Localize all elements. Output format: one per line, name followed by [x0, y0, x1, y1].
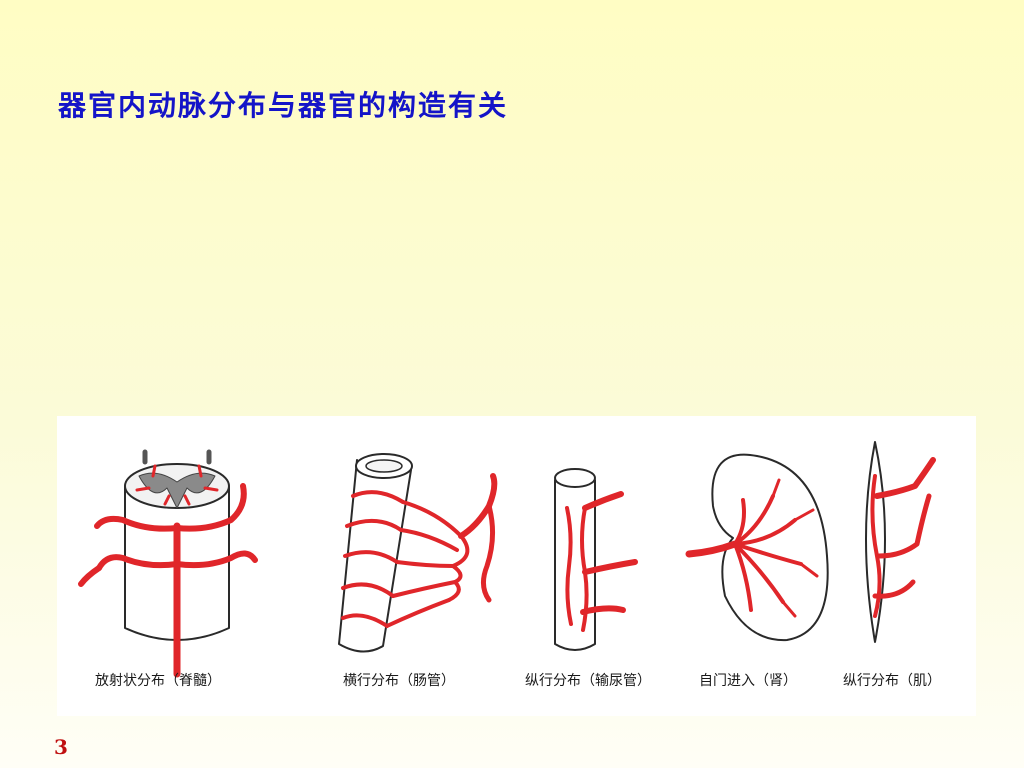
- kidney-diagram: [685, 453, 829, 642]
- artery-distribution-figure: 放射状分布（脊髓） 横行分布（肠管） 纵行分布（输尿管） 自门进入（肾） 纵行分…: [57, 416, 976, 716]
- page-title: 器官内动脉分布与器官的构造有关: [58, 89, 509, 122]
- ureter-diagram: [554, 468, 638, 651]
- caption-ureter: 纵行分布（输尿管）: [525, 673, 651, 689]
- caption-intestine: 横行分布（肠管）: [343, 673, 455, 689]
- muscle-diagram: [865, 441, 936, 643]
- artery-diagrams: [78, 441, 936, 678]
- caption-muscle: 纵行分布（肌）: [843, 673, 941, 689]
- slide-number: 3: [54, 735, 68, 759]
- spinal-cord-diagram: [78, 449, 258, 678]
- caption-spinal-cord: 放射状分布（脊髓）: [95, 673, 221, 689]
- intestine-diagram: [338, 453, 498, 653]
- caption-kidney: 自门进入（肾）: [699, 673, 797, 689]
